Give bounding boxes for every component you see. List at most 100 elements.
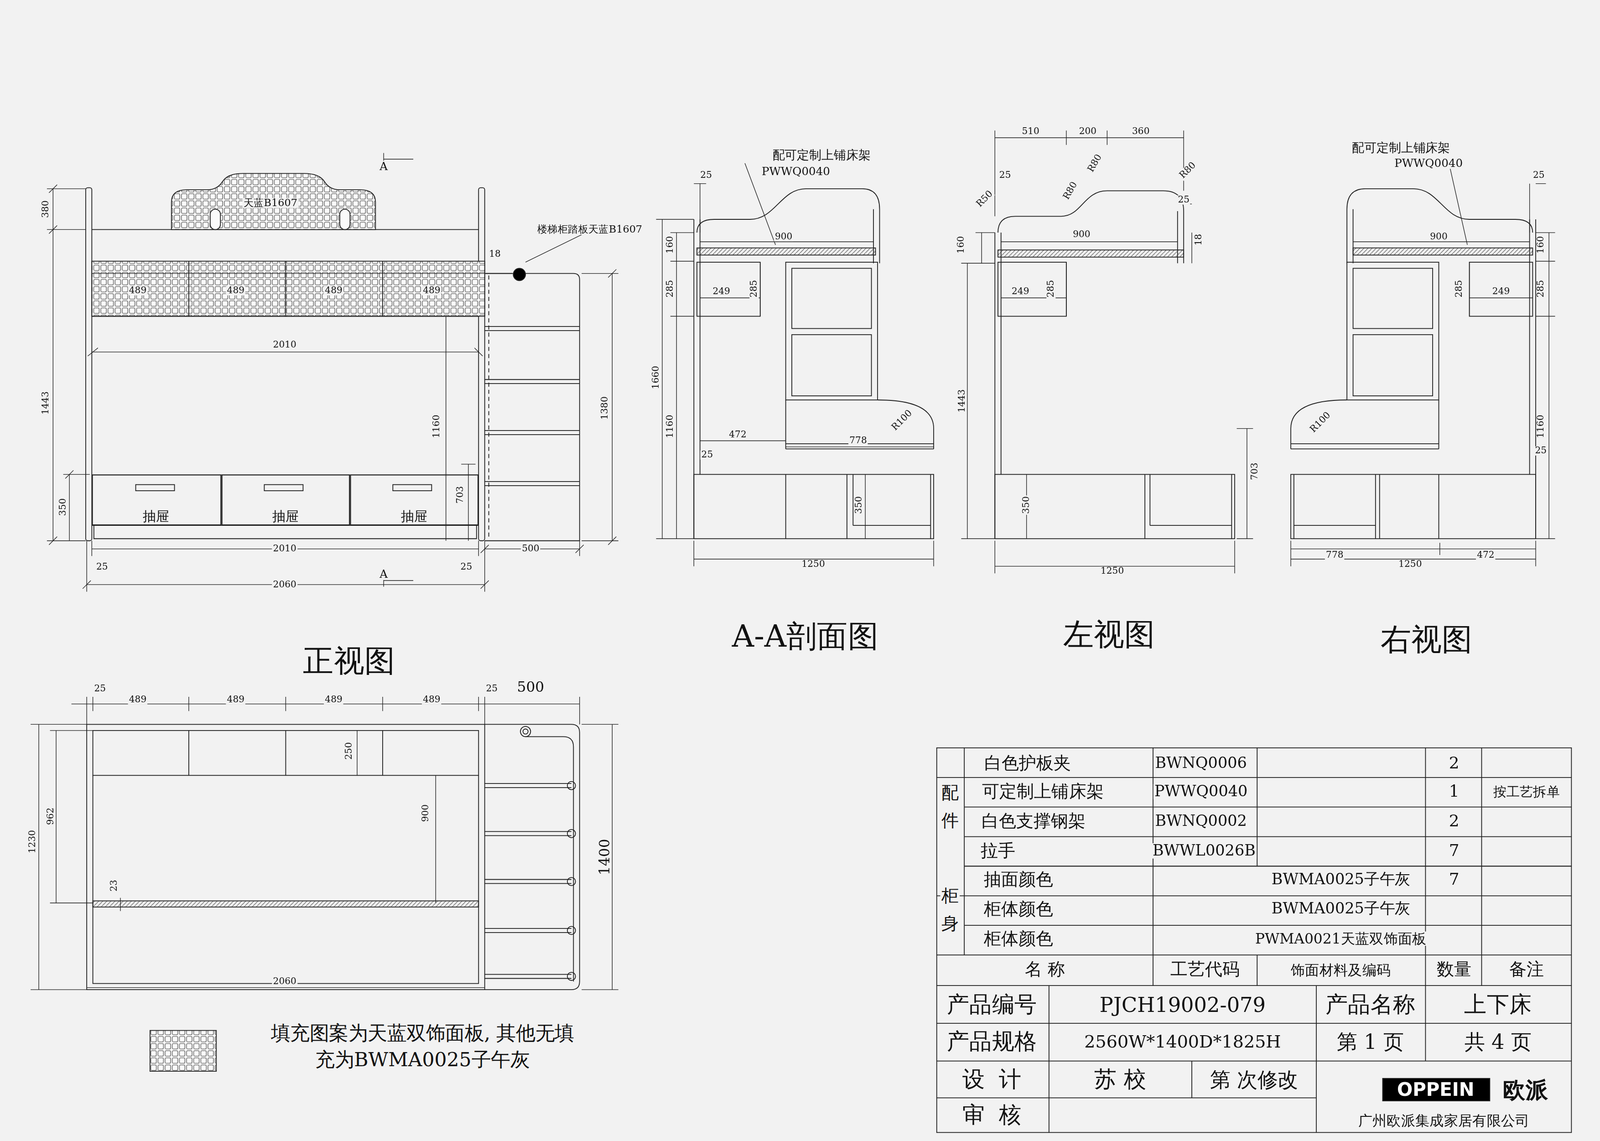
table-cell-text: 柜体颜色 xyxy=(982,929,1055,948)
dimension-label: 160 xyxy=(665,234,676,255)
dimension-label: 703 xyxy=(1250,461,1260,482)
table-cell-text: 2 xyxy=(1447,755,1460,772)
table-cell-text: 可定制上铺床架 xyxy=(981,783,1105,801)
dimension-label: PWWQ0040 xyxy=(760,166,832,178)
table-cell-text: OPPEIN xyxy=(1396,1080,1476,1099)
dimension-label: 778 xyxy=(1324,550,1345,560)
table-cell-text: 饰面材料及编码 xyxy=(1263,962,1419,978)
dimension-label: 900 xyxy=(420,803,431,824)
dimension-label: 1660 xyxy=(651,364,661,391)
dimension-label: 900 xyxy=(1071,229,1092,239)
dimension-label: 249 xyxy=(711,287,732,297)
dimension-label: 25 xyxy=(93,684,107,694)
dimension-label: 25 xyxy=(1176,195,1191,205)
dimension-label: 489 xyxy=(128,695,148,705)
dimension-label: 350 xyxy=(58,497,68,517)
dimension-label: 25 xyxy=(95,562,110,572)
dimension-label: 18 xyxy=(1194,233,1204,247)
table-cell-text: 备注 xyxy=(1508,960,1546,978)
dimension-label: 200 xyxy=(1077,127,1098,137)
dimension-label: 1380 xyxy=(600,395,610,421)
dimension-label: 1160 xyxy=(665,413,676,440)
table-cell-text: 按工艺拆单 xyxy=(1492,785,1561,799)
dimension-label: 2010 xyxy=(271,544,298,554)
dimension-label: 1230 xyxy=(28,829,38,855)
dimension-label: R80 xyxy=(1085,151,1105,175)
table-cell-text: 数量 xyxy=(1435,960,1473,978)
dimension-label: 249 xyxy=(1010,287,1031,297)
drawer-box: 抽屉 xyxy=(349,474,479,526)
dimension-label: 489 xyxy=(225,695,246,705)
view-title: A-A剖面图 xyxy=(730,621,879,652)
dimension-label: 25 xyxy=(1532,171,1546,181)
table-cell-text: 抽面颜色 xyxy=(982,870,1055,889)
table-cell-text: 2560W*1400D*1825H xyxy=(1083,1033,1283,1051)
dimension-label: 1250 xyxy=(1397,559,1424,569)
dimension-label: 2060 xyxy=(271,580,298,590)
dimension-label: R100 xyxy=(889,407,915,433)
table-cell-text: BWWL0026B xyxy=(1151,843,1257,859)
dimension-label: 160 xyxy=(1536,234,1546,255)
table-cell-text: 审 核 xyxy=(961,1104,1023,1127)
view-title: 右视图 xyxy=(1379,624,1474,655)
table-cell-text: PJCH19002-079 xyxy=(1098,994,1268,1016)
dimension-label: R100 xyxy=(1307,410,1333,436)
dimension-label: 285 xyxy=(1046,279,1056,299)
dimension-label: 249 xyxy=(1491,287,1512,297)
table-cell-text: BWNQ0006 xyxy=(1153,755,1248,772)
dimension-label: 1443 xyxy=(957,388,967,414)
dimension-label: 778 xyxy=(848,436,868,446)
dimension-label: 2010 xyxy=(271,340,298,350)
table-cell-text: 配可定制上铺床架 xyxy=(771,149,872,162)
view-title: 正视图 xyxy=(301,645,396,677)
dimension-label: 489 xyxy=(128,286,148,296)
dimension-label: 350 xyxy=(1022,495,1032,515)
table-cell-text: 欧派 xyxy=(1501,1078,1549,1102)
dimension-label: 160 xyxy=(956,234,966,255)
table-cell-text: 上下床 xyxy=(1463,993,1533,1017)
dimension-label: 489 xyxy=(225,286,246,296)
table-cell-text: 500 xyxy=(515,679,546,694)
table-cell-text: 第 次修改 xyxy=(1209,1069,1300,1091)
dimension-label: 900 xyxy=(1428,232,1449,242)
table-cell-text: 苏 校 xyxy=(1093,1068,1148,1091)
dimension-label: A xyxy=(378,568,389,581)
drawer-label: 抽屉 xyxy=(271,509,301,524)
dimension-label: 285 xyxy=(1536,279,1546,299)
dimension-label: 1160 xyxy=(431,413,442,440)
dimension-label: PWWQ0040 xyxy=(1393,157,1464,170)
table-cell-text: 7 xyxy=(1447,842,1460,860)
dimension-label: 2060 xyxy=(271,976,298,987)
drawer-label: 抽屉 xyxy=(400,509,429,524)
table-cell-text: 白色支撑钢架 xyxy=(980,812,1087,831)
dimension-label: 25 xyxy=(699,171,713,181)
dimension-label: 1250 xyxy=(1099,566,1126,577)
dimension-label: 489 xyxy=(323,286,344,296)
dimension-label: 楼梯柜踏板天蓝B1607 xyxy=(536,224,644,235)
dimension-label: 285 xyxy=(749,279,759,299)
dimension-label: R50 xyxy=(974,188,996,210)
dimension-label: 250 xyxy=(344,741,354,761)
dimension-label: 489 xyxy=(421,286,442,296)
table-cell-text: 第 1 页 xyxy=(1335,1031,1405,1053)
dimension-label: 500 xyxy=(520,544,541,554)
view-title: 左视图 xyxy=(1062,619,1157,650)
table-cell-text: 共 4 页 xyxy=(1463,1031,1533,1053)
dimension-label: 23 xyxy=(109,878,120,893)
table-cell-text: 2 xyxy=(1447,813,1460,830)
table-cell-text: 广州欧派集成家居有限公司 xyxy=(1357,1113,1531,1128)
dimension-label: 25 xyxy=(700,450,714,460)
dimension-label: 900 xyxy=(774,232,794,242)
dimension-label: 703 xyxy=(455,485,465,505)
table-cell-text: 拉手 xyxy=(979,842,1017,860)
table-cell-text: PWMA0021天蓝双饰面板 xyxy=(1254,931,1428,946)
dimension-label: 25 xyxy=(998,171,1013,181)
dimension-label: 25 xyxy=(484,684,499,694)
dimension-label: 380 xyxy=(41,199,51,219)
drawer-box: 抽屉 xyxy=(91,474,222,526)
dimension-label: 962 xyxy=(46,806,56,826)
dimension-label: R80 xyxy=(1061,179,1080,203)
dimension-label: 285 xyxy=(1454,279,1464,299)
table-cell-text: 产品名称 xyxy=(1324,993,1417,1017)
